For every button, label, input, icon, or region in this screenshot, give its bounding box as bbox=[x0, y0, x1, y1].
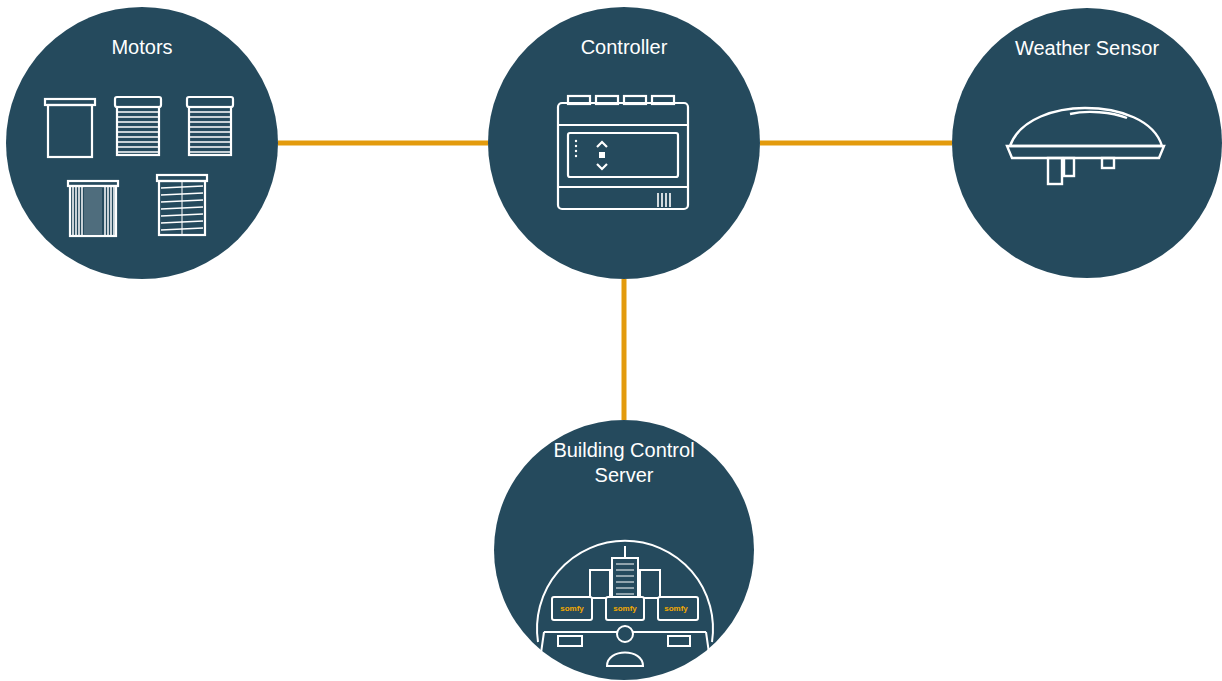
node-title: Weather Sensor bbox=[977, 36, 1197, 61]
motors-circle: Motors bbox=[6, 7, 278, 279]
screen-logo: somfy bbox=[560, 604, 584, 613]
server-circle: Building Control Server bbox=[494, 420, 754, 680]
weather-sensor-circle: Weather Sensor bbox=[952, 8, 1222, 278]
connector-line bbox=[278, 143, 488, 144]
screen-logo: somfy bbox=[613, 604, 637, 613]
node-title: Motors bbox=[32, 35, 252, 60]
screen-logo: somfy bbox=[664, 604, 688, 613]
node-title: Controller bbox=[514, 35, 734, 60]
connector-line bbox=[624, 279, 625, 420]
controller-circle: Controller bbox=[488, 7, 760, 279]
node-title: Building Control Server bbox=[524, 438, 724, 488]
connector-line bbox=[760, 143, 952, 144]
